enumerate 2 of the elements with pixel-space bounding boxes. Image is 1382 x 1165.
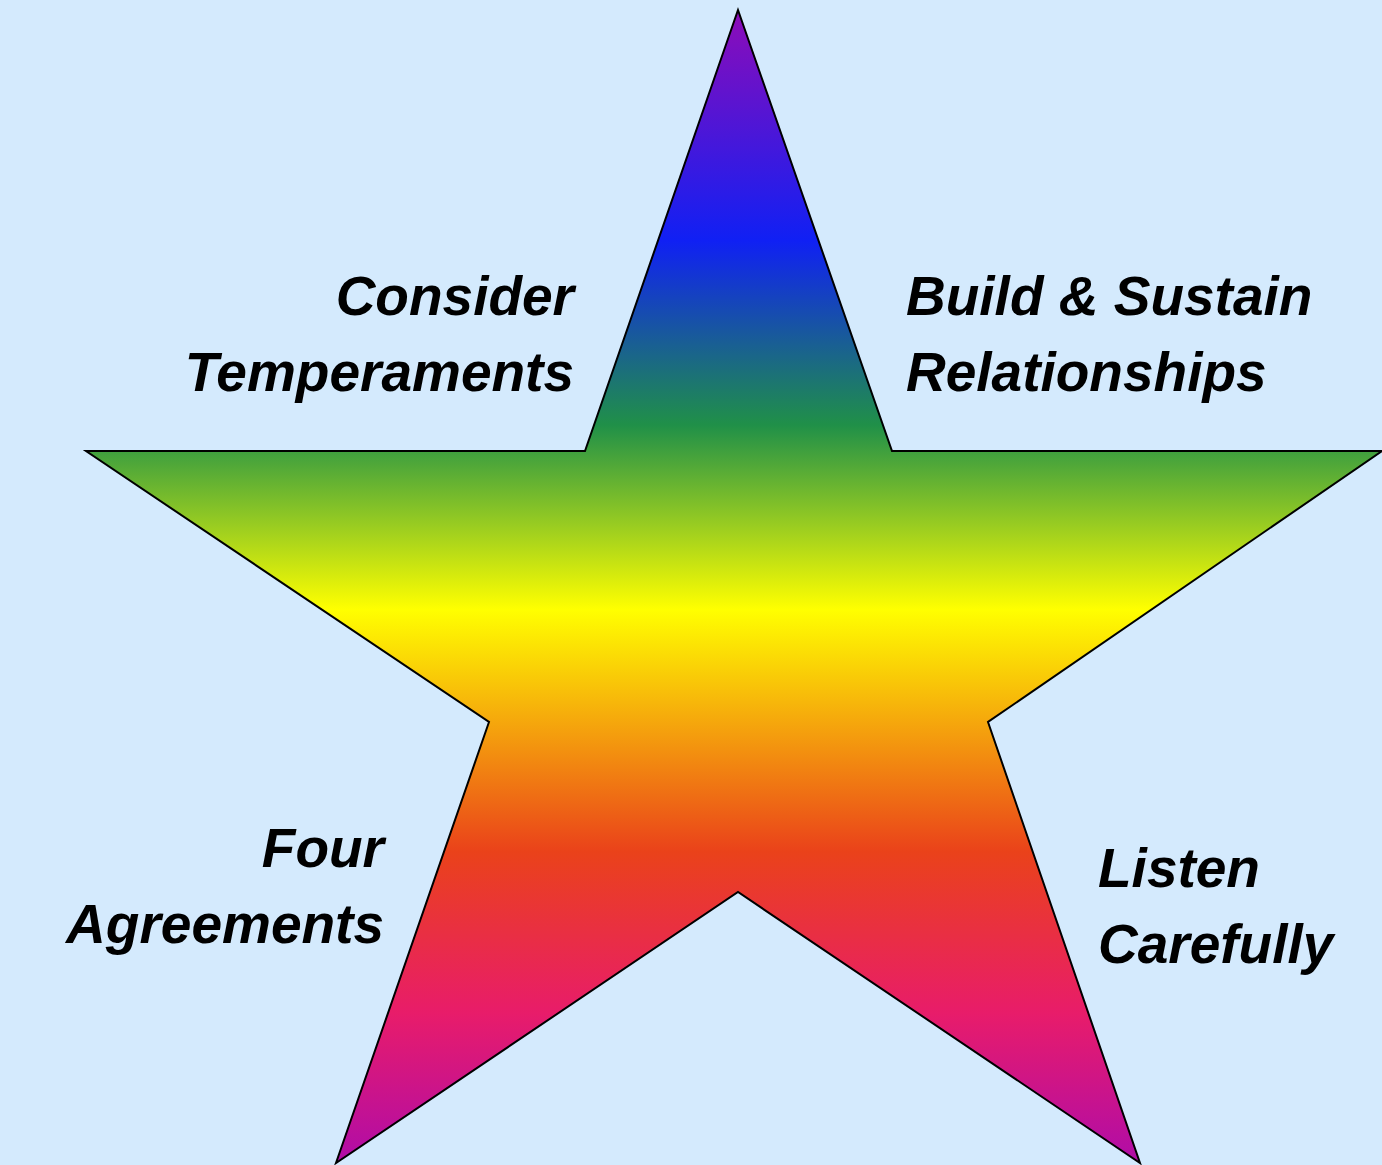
star-label: Listen Carefully: [1098, 836, 1337, 977]
star-label: Build & Sustain Relationships: [906, 264, 1314, 405]
